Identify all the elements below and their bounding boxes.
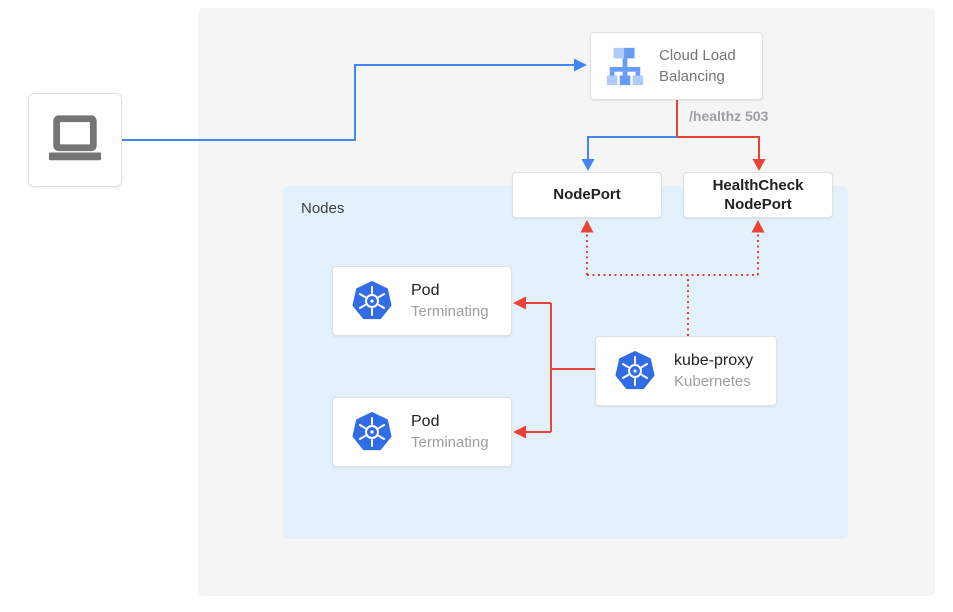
pod-title: Pod xyxy=(411,282,440,300)
healthcheck-nodeport-node: HealthCheck NodePort xyxy=(683,172,833,218)
kubernetes-icon xyxy=(352,281,392,320)
kube-proxy-node: kube-proxy Kubernetes xyxy=(595,336,777,406)
client-node xyxy=(28,93,122,187)
healthz-status-label: /healthz 503 xyxy=(689,108,769,124)
healthcheck-nodeport-label: HealthCheck NodePort xyxy=(712,176,804,214)
nodeport-label: NodePort xyxy=(553,186,621,204)
pod-status: Terminating xyxy=(411,433,489,451)
pod-status: Terminating xyxy=(411,302,489,320)
load-balancer-icon xyxy=(606,47,644,86)
kube-proxy-title: kube-proxy xyxy=(674,352,754,370)
load-balancer-label: Cloud Load Balancing xyxy=(659,47,736,85)
nodeport-node: NodePort xyxy=(512,172,662,218)
kube-proxy-subtitle: Kubernetes xyxy=(674,372,751,390)
pod-terminating-node-1: Pod Terminating xyxy=(332,266,512,336)
nodes-group-label: Nodes xyxy=(301,200,345,217)
pod-title: Pod xyxy=(411,413,440,431)
kubernetes-icon xyxy=(615,351,655,390)
laptop-icon xyxy=(48,115,102,161)
cloud-load-balancing-node: Cloud Load Balancing xyxy=(590,32,763,100)
pod-terminating-node-2: Pod Terminating xyxy=(332,397,512,467)
kubernetes-icon xyxy=(352,412,392,451)
